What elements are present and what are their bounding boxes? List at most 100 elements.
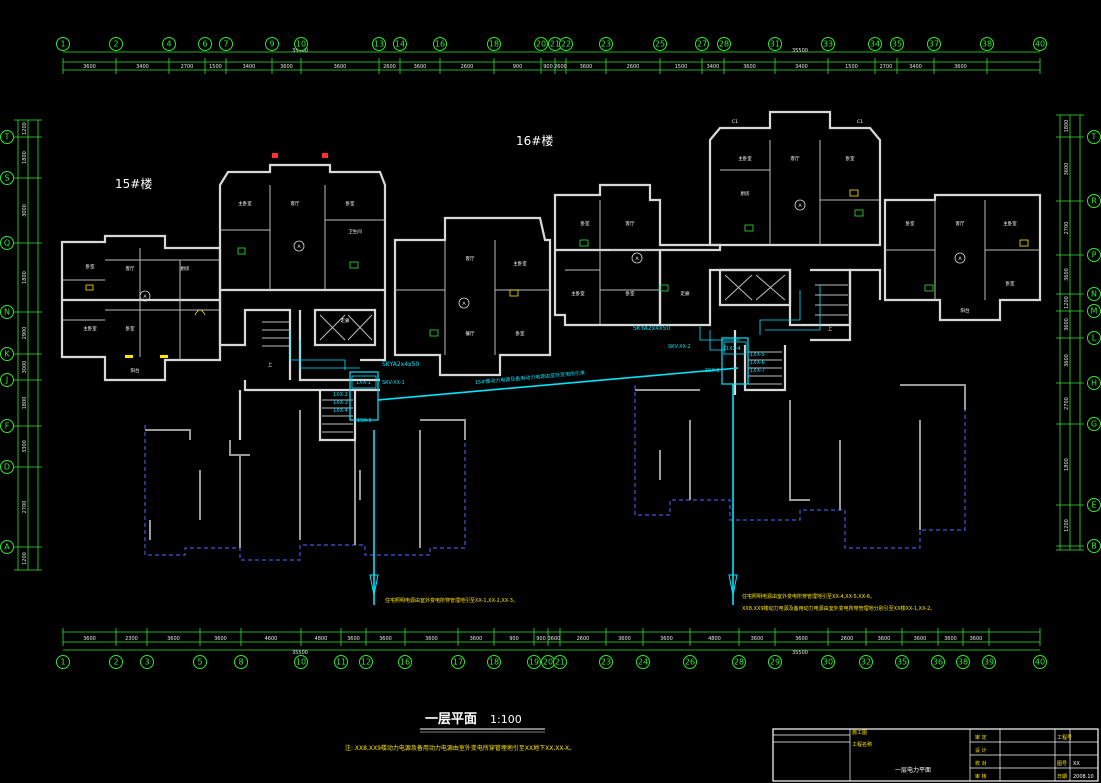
grid-left-bubble xyxy=(0,460,14,474)
room-hall-16a: 走廊 xyxy=(681,290,690,297)
top-dim-label: 3600 xyxy=(334,64,347,70)
top-dim-label: 3600 xyxy=(83,64,96,70)
grid-left-label: N xyxy=(4,308,10,317)
grid-bottom-bubble xyxy=(109,655,123,669)
grid-top-label: 18 xyxy=(489,40,499,49)
grid-bottom-bubble xyxy=(140,655,154,669)
grid-bottom-bubble xyxy=(821,655,835,669)
box-16-label: 1XX-4 xyxy=(726,346,741,352)
room-living-16c: 客厅 xyxy=(956,220,965,227)
room-living-15c: 客厅 xyxy=(466,255,475,262)
grid-bottom-bubble xyxy=(334,655,348,669)
room-bed-16a: 卧室 xyxy=(581,220,590,227)
top-dim-label: 900 xyxy=(543,64,553,70)
mark-a-5: A xyxy=(798,203,802,209)
room-hall-15a: 走廊 xyxy=(341,317,350,324)
tb-r2-key: 工程号 xyxy=(1057,734,1072,741)
grid-top-bubble xyxy=(487,37,501,51)
grid-top-label: 33 xyxy=(823,40,833,49)
grid-bottom-bubble xyxy=(56,655,70,669)
panel-15-label: 1SX-1 xyxy=(357,418,372,424)
grid-top-label: 16 xyxy=(435,40,445,49)
label-c1-a: C1 xyxy=(732,119,738,125)
mark-a-3: A xyxy=(462,301,466,307)
top-dim-label: 3400 xyxy=(243,64,256,70)
grid-right-label: M xyxy=(1091,307,1098,316)
grid-left-bubble xyxy=(0,540,14,554)
feeder-15-note: 住宅照明电源由室外变电所穿管埋地引至XX-1,XX-2,XX-3。 xyxy=(385,597,518,604)
cable-16-label: SKYA2x4x50 xyxy=(633,325,670,332)
tb-r4-key: 日期 xyxy=(1057,774,1067,780)
grid-bottom-label: 17 xyxy=(453,658,463,667)
grid-top-label: 31 xyxy=(770,40,780,49)
mark-a-2: A xyxy=(297,244,301,250)
room-master-15c: 主卧室 xyxy=(513,260,527,267)
mark-a-4: A xyxy=(635,256,639,262)
grid-top-label: 25 xyxy=(655,40,665,49)
room-kitchen-16a: 厨房 xyxy=(741,190,750,197)
electrical-wiring: 1XX-1 1XX-2 1XX-3 1XX-4 1SX-1 SKYA2x4x50… xyxy=(289,285,935,612)
grid-top-label: 6 xyxy=(202,40,207,49)
grid-bottom-label: 29 xyxy=(770,658,780,667)
grid-top-bubble xyxy=(198,37,212,51)
panel-16-label: 1SX-2 xyxy=(705,368,720,374)
building-16-plan: A A A 卧室 客厅 主卧室 卧室 主卧室 客厅 卧室 厨房 卧室 客厅 主卧… xyxy=(553,110,1042,395)
grid-bottom-label: 5 xyxy=(197,658,202,667)
room-bed-15a: 卧室 xyxy=(86,263,95,270)
room-master-15b: 主卧室 xyxy=(238,200,252,207)
grid-bottom-label: 11 xyxy=(336,658,346,667)
grid-bottom-bubble xyxy=(553,655,567,669)
grid-bottom-label: 2 xyxy=(113,658,118,667)
right-dim-label: 1800 xyxy=(1064,120,1070,133)
bottom-dim-label: 2600 xyxy=(577,636,590,642)
grid-left-label: K xyxy=(4,350,10,359)
top-dim-label: 3400 xyxy=(136,64,149,70)
room-bed-15d: 卧室 xyxy=(516,330,525,337)
grid-bottom-bubble xyxy=(895,655,909,669)
grid-bottom-label: 19 xyxy=(529,658,539,667)
grid-top-label: 22 xyxy=(561,40,571,49)
room-bed-16b: 卧室 xyxy=(626,290,635,297)
total-dim-top-1: 35500 xyxy=(292,48,308,54)
grid-top-label: 2 xyxy=(113,40,118,49)
grid-top-label: 4 xyxy=(166,40,171,49)
drawing-note: 注: XX8,XX9楼动力电源及备用动力电源由室外变电所穿管埋地引至XX地下XX… xyxy=(345,744,575,752)
room-balcony-16a: 阳台 xyxy=(961,307,970,314)
grid-bottom-label: 39 xyxy=(984,658,994,667)
grid-bottom-label: 16 xyxy=(400,658,410,667)
grid-left-label: A xyxy=(4,543,10,552)
grid-bottom-label: 30 xyxy=(823,658,833,667)
grid-bottom-bubble xyxy=(294,655,308,669)
bottom-dim-label: 4800 xyxy=(708,636,721,642)
grid-bottom-label: 38 xyxy=(958,658,968,667)
room-living-16b: 客厅 xyxy=(791,155,800,162)
bottom-dim-label: 3600 xyxy=(618,636,631,642)
bottom-dim-label: 900 xyxy=(509,636,519,642)
tb-r3: 校 对 xyxy=(975,760,987,767)
bottom-dim-label: 3600 xyxy=(347,636,360,642)
room-master-16a: 主卧室 xyxy=(571,290,585,297)
grid-top-label: 34 xyxy=(870,40,880,49)
bottom-dim-label: 3600 xyxy=(214,636,227,642)
grid-top-bubble xyxy=(868,37,882,51)
left-dim-label: 1200 xyxy=(22,552,28,565)
right-dim-label: 1800 xyxy=(1064,458,1070,471)
grid-top-bubble xyxy=(559,37,573,51)
grid-top-label: 35 xyxy=(892,40,902,49)
room-living-15b: 客厅 xyxy=(291,200,300,207)
grid-bottom-bubble xyxy=(398,655,412,669)
grid-top-label: 20 xyxy=(536,40,546,49)
bottom-dim-label: 3600 xyxy=(660,636,673,642)
bottom-dim-label: 3600 xyxy=(379,636,392,642)
grid-top-label: 21 xyxy=(550,40,560,49)
grid-top-label: 13 xyxy=(374,40,384,49)
room-dining-15a: 餐厅 xyxy=(466,330,475,337)
grid-bottom-label: 10 xyxy=(296,658,306,667)
grid-bottom-label: 21 xyxy=(555,658,565,667)
top-dim-label: 1500 xyxy=(675,64,688,70)
